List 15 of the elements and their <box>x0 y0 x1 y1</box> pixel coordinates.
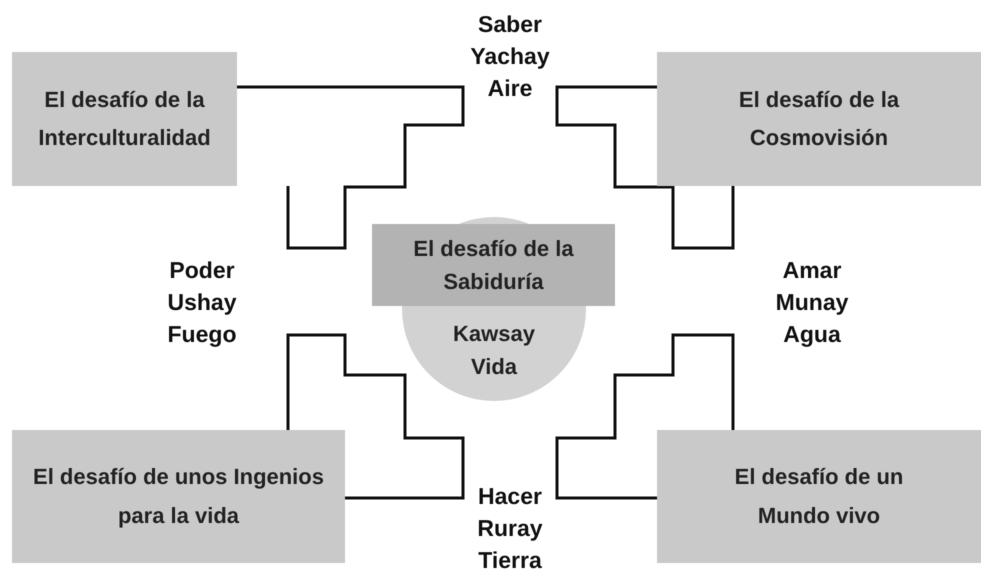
box-label: El desafío de la Interculturalidad <box>37 86 212 152</box>
box-label: El desafío de un Mundo vivo <box>734 463 904 530</box>
text-box <box>12 430 345 563</box>
box-label: El desafío de unos Ingenios para la vida <box>32 463 325 530</box>
circle-label: Kawsay Vida <box>452 320 536 381</box>
label-text: Hacer Ruray Tierra <box>476 482 544 576</box>
text-box <box>657 52 981 186</box>
box-label: El desafío de la Cosmovisión <box>738 86 900 152</box>
box-label: El desafío de la Sabiduría <box>412 235 575 296</box>
label-text: Poder Ushay Fuego <box>166 256 238 350</box>
label-text: Amar Munay Agua <box>774 256 850 350</box>
text-box <box>657 430 981 563</box>
label-text: Saber Yachay Aire <box>469 10 551 104</box>
text-box <box>372 224 615 306</box>
text-box <box>12 52 237 186</box>
